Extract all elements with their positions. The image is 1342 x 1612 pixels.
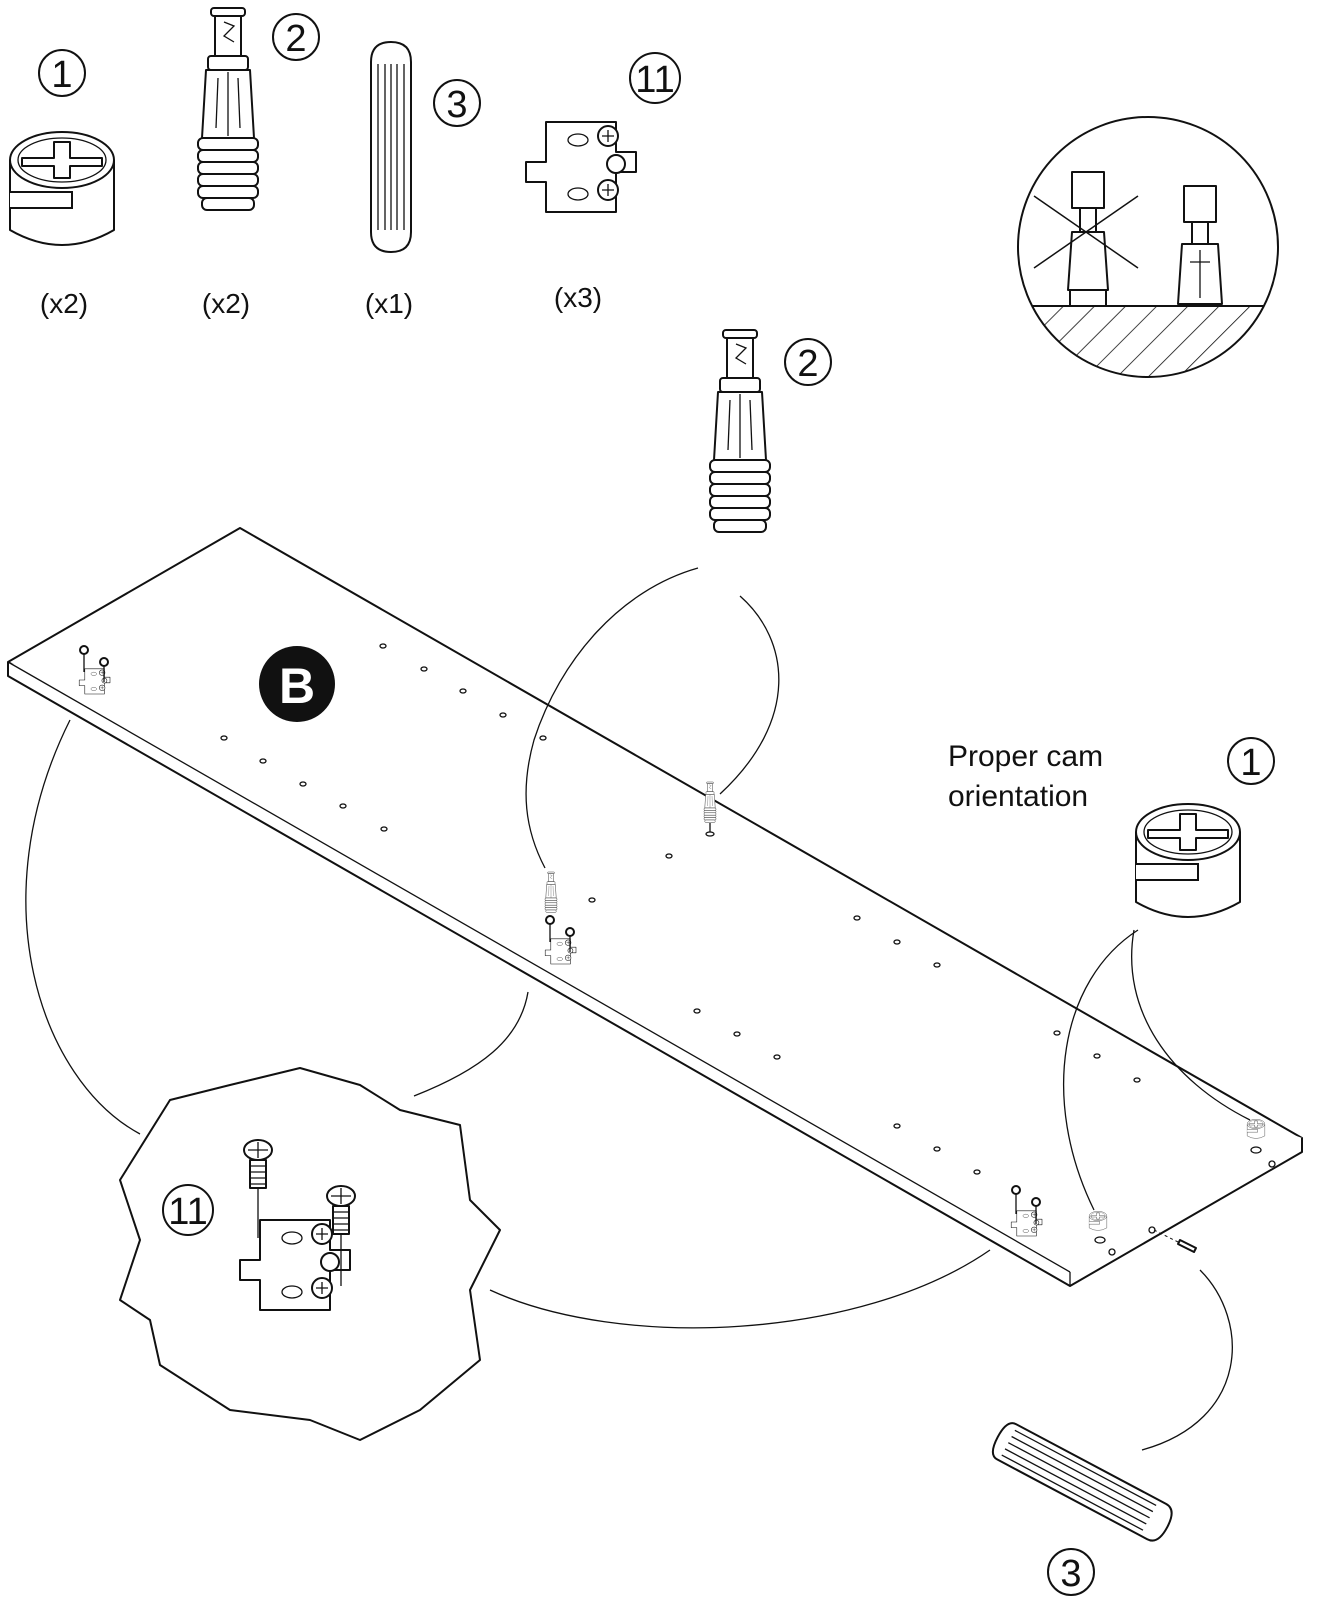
incorrect-bolt-icon xyxy=(1033,171,1139,307)
hinge-leader-line-right xyxy=(489,1249,991,1329)
note-line-1: Proper cam xyxy=(948,740,1103,773)
hinge-detail-badge: 11 xyxy=(162,1184,214,1236)
hinge-plate-icon xyxy=(525,121,637,213)
dowel-detail-badge: 3 xyxy=(1047,1548,1095,1596)
cam-bolt-icon xyxy=(197,7,259,211)
bolt-on-panel-middle xyxy=(703,781,717,823)
cam-leader-line-2 xyxy=(1131,929,1251,1121)
cam-bolt-detail-icon xyxy=(709,329,771,533)
part-11-quantity: (x3) xyxy=(554,282,602,313)
bolt-leader-line xyxy=(525,567,699,869)
part-11-badge: 11 xyxy=(629,52,681,104)
cam-detail-badge: 1 xyxy=(1227,737,1275,785)
dowel-on-panel xyxy=(1177,1239,1197,1253)
cam-on-panel-1 xyxy=(1088,1211,1108,1231)
cam-detail-number: 1 xyxy=(1240,742,1261,784)
screw-icon xyxy=(243,1139,273,1238)
wood-dowel-icon xyxy=(370,41,412,253)
bolt-orientation-inset xyxy=(1017,116,1279,378)
panel-b xyxy=(7,527,1303,1287)
screw-icon xyxy=(326,1185,356,1286)
part-2-quantity: (x2) xyxy=(202,288,250,319)
note-line-2: orientation xyxy=(948,780,1088,813)
part-3-number: 3 xyxy=(446,84,467,126)
part-1-quantity: (x2) xyxy=(40,288,88,319)
part-11-number: 11 xyxy=(635,59,674,101)
correct-bolt-icon xyxy=(1177,185,1223,305)
bolt-detail-number: 2 xyxy=(797,343,818,385)
part-3-badge: 3 xyxy=(433,79,481,127)
panel-b-badge: B xyxy=(259,646,335,722)
bolt-leader-line-2 xyxy=(719,595,780,795)
cam-leader-line xyxy=(1062,929,1139,1211)
dowel-detail-number: 3 xyxy=(1060,1553,1081,1595)
cam-on-panel-2 xyxy=(1246,1119,1266,1139)
drilled-holes xyxy=(220,643,1262,1244)
part-2-number: 2 xyxy=(285,18,306,60)
wood-dowel-detail-icon xyxy=(991,1422,1173,1542)
dowel-leader-line xyxy=(1141,1269,1233,1451)
part-3-quantity: (x1) xyxy=(365,288,413,319)
hinge-leader-line-middle xyxy=(413,991,529,1097)
hinge-detail-number: 11 xyxy=(168,1191,207,1233)
bolt-detail-badge: 2 xyxy=(784,338,832,386)
cam-lock-icon xyxy=(9,131,115,246)
cam-lock-detail-icon xyxy=(1135,803,1241,918)
hinge-leader-line-left xyxy=(25,719,141,1135)
hinge-detail-callout xyxy=(119,1067,501,1441)
part-1-badge: 1 xyxy=(38,49,86,97)
part-1-number: 1 xyxy=(51,54,72,96)
panel-b-label: B xyxy=(279,658,315,714)
part-2-badge: 2 xyxy=(272,13,320,61)
